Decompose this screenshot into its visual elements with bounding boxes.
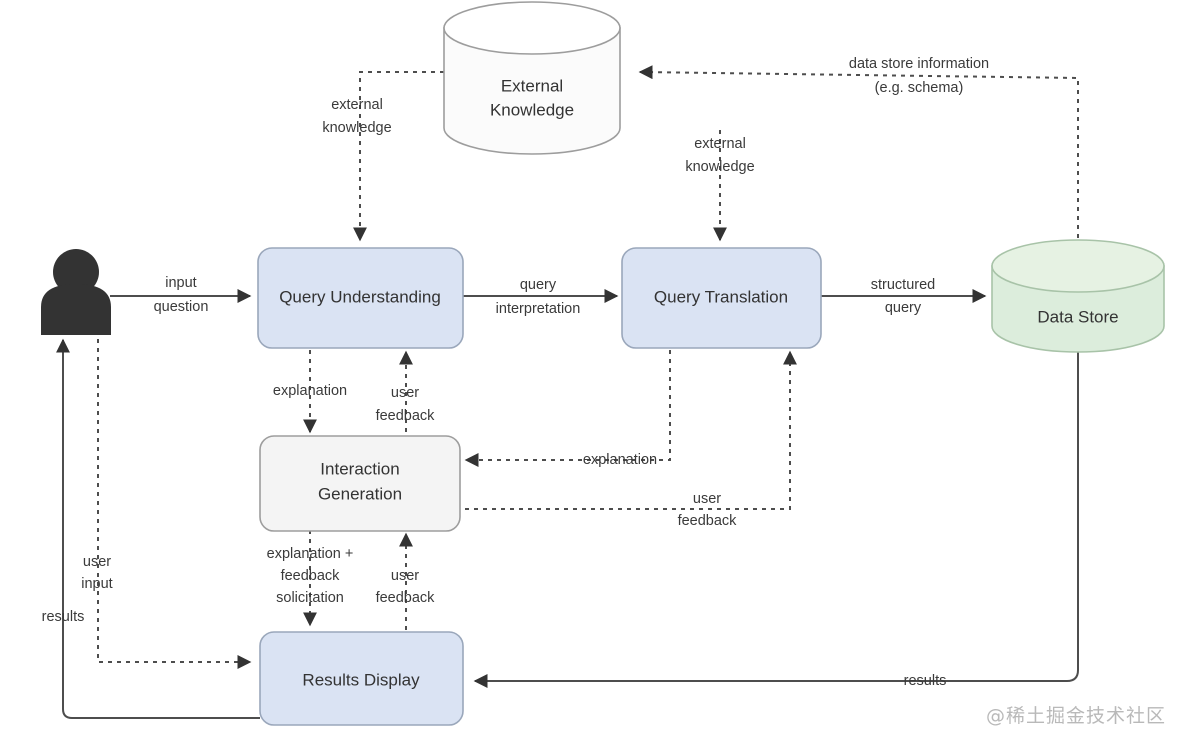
edge-results-from-data-store [473,352,1079,688]
user-feedback-rd-line1: user [391,568,419,584]
label-external-knowledge-right: external knowledge [685,136,754,175]
actor-body-icon [41,284,111,335]
user-input-line1: user [83,554,111,570]
external-knowledge-cylinder-body[interactable] [443,27,621,155]
label-data-store-information: data store information (e.g. schema) [849,56,989,96]
query-translation-label: Query Translation [654,287,788,306]
user-feedback-qt-line2: feedback [678,513,738,529]
label-results-left: results [42,609,85,625]
query-interpretation-line1: query [520,277,557,293]
data-store-information-line1: data store information [849,56,989,72]
query-translation-box[interactable] [621,247,822,349]
query-interpretation-line2: interpretation [496,301,581,317]
node-query-understanding[interactable]: Query Understanding [257,247,464,349]
external-knowledge-label-line2: Knowledge [490,100,574,119]
edge-user-input [97,330,252,669]
external-knowledge-right-line1: external [694,136,746,152]
node-external-knowledge[interactable]: External Knowledge [443,1,621,155]
structured-query-line1: structured [871,277,935,293]
label-user-feedback-query-translation: user feedback [678,491,738,529]
user-input-line2: input [81,576,112,592]
actor-user [41,249,111,335]
interaction-generation-label-line1: Interaction [320,459,399,478]
results-bottom-label: results [904,673,947,689]
edge-user-feedback-query-translation [456,350,797,510]
label-explanation-query-understanding: explanation [273,383,347,399]
edge-data-store-information [638,65,1079,238]
label-explanation-feedback-solicitation: explanation + feedback solicitation [267,546,354,606]
structured-query-line2: query [885,300,922,316]
input-question-line2: question [154,299,209,315]
data-store-label: Data Store [1037,307,1118,326]
explanation-feedback-solicitation-line3: solicitation [276,590,344,606]
external-knowledge-left-line1: external [331,97,383,113]
results-display-box[interactable] [259,631,464,726]
user-feedback-qu-line2: feedback [376,408,436,424]
label-user-feedback-results-display: user feedback [376,568,436,606]
external-knowledge-left-line2: knowledge [322,120,391,136]
user-feedback-rd-line2: feedback [376,590,436,606]
node-data-store[interactable]: Data Store [991,239,1165,353]
explanation-qt-label: explanation [583,452,657,468]
external-knowledge-right-line2: knowledge [685,159,754,175]
query-understanding-box[interactable] [257,247,464,349]
data-store-information-line2: (e.g. schema) [875,80,964,96]
label-query-interpretation: query interpretation [496,277,581,317]
node-results-display[interactable]: Results Display [259,631,464,726]
interaction-generation-box[interactable] [259,435,461,532]
edge-external-knowledge-left [353,71,444,242]
node-query-translation[interactable]: Query Translation [621,247,822,349]
label-input-question: input question [154,275,209,315]
user-feedback-qt-line1: user [693,491,721,507]
label-user-input: user input [81,554,112,592]
node-interaction-generation[interactable]: Interaction Generation [259,435,461,532]
label-explanation-query-translation: explanation [583,452,657,468]
external-knowledge-label-line1: External [501,76,563,95]
results-display-label: Results Display [302,670,420,689]
actor-head-icon [53,249,99,295]
label-user-feedback-query-understanding: user feedback [376,385,436,424]
results-left-label: results [42,609,85,625]
query-understanding-label: Query Understanding [279,287,441,306]
external-knowledge-cylinder-top[interactable] [443,1,621,55]
data-store-cylinder-top[interactable] [991,239,1165,293]
user-feedback-qu-line1: user [391,385,419,401]
label-structured-query: structured query [871,277,935,316]
label-results-bottom: results [904,673,947,689]
edge-explanation-query-translation [464,350,671,467]
input-question-line1: input [165,275,196,291]
label-external-knowledge-left: external knowledge [322,97,391,136]
interaction-generation-label-line2: Generation [318,484,402,503]
explanation-feedback-solicitation-line1: explanation + [267,546,354,562]
explanation-feedback-solicitation-line2: feedback [281,568,341,584]
edge-results-to-actor [56,338,260,719]
watermark: @稀土掘金技术社区 [985,705,1166,727]
explanation-qu-label: explanation [273,383,347,399]
